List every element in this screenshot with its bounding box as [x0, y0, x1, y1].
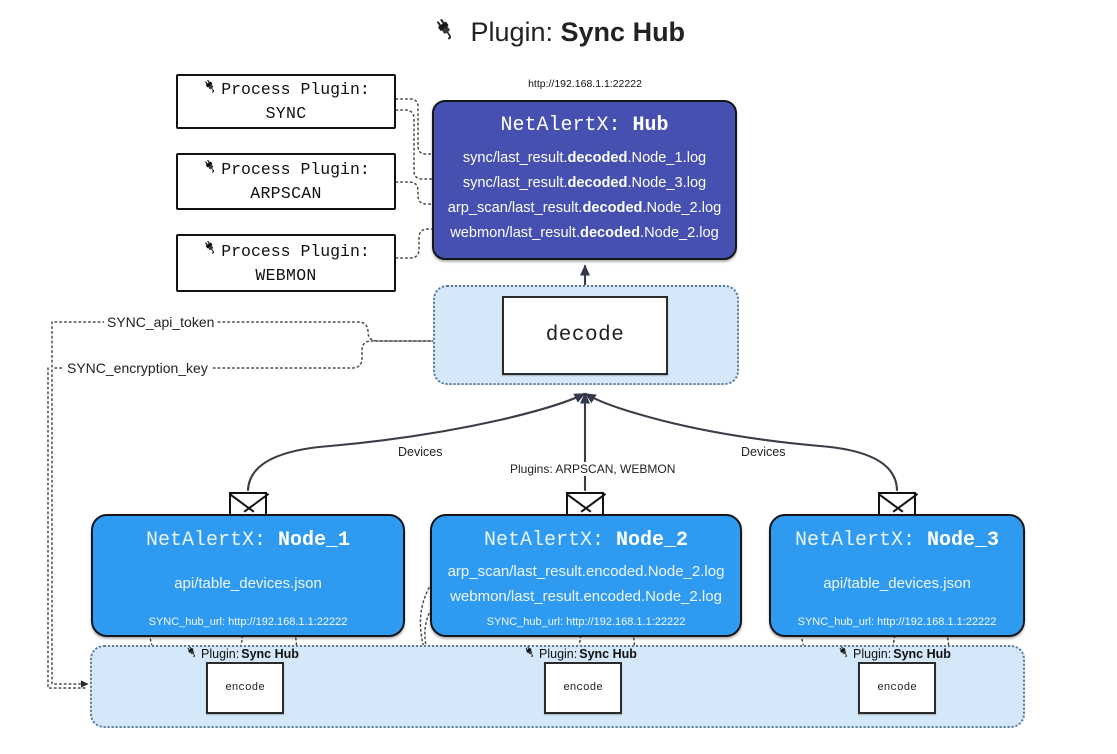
node-footer: SYNC_hub_url: http://192.168.1.1:22222: [486, 616, 686, 628]
process-plugin-name: WEBMON: [255, 265, 317, 285]
plug-icon: [202, 239, 219, 263]
node-header: NetAlertX: Node_2: [484, 529, 688, 552]
node-header-prefix: NetAlertX:: [145, 529, 266, 552]
edge-label-devices-left: Devices: [394, 445, 447, 459]
edge-label-plugins-center: Plugins: ARPSCAN, WEBMON: [506, 462, 680, 476]
encode-box-node-3[interactable]: encode: [858, 662, 936, 714]
process-plugin-label: Process Plugin:: [221, 241, 370, 261]
node-header-name: Node_2: [616, 529, 689, 552]
encode-plugin-tag-prefix: Plugin:: [539, 646, 578, 661]
page-title: Plugin: Sync Hub: [0, 14, 1117, 48]
node-log-line: webmon/last_result.encoded.Node_2.log: [450, 588, 722, 605]
hub-url-label: http://192.168.1.1:22222: [528, 78, 642, 90]
node-box-node-1[interactable]: NetAlertX: Node_1 api/table_devices.json…: [91, 514, 405, 637]
hub-header: NetAlertX: Hub: [500, 114, 668, 137]
process-plugin-box-sync[interactable]: Process Plugin: SYNC: [176, 74, 396, 129]
encode-box-node-1[interactable]: encode: [206, 662, 284, 714]
node-log-line: api/table_devices.json: [174, 575, 322, 593]
node-header-name: Node_1: [278, 529, 351, 552]
hub-header-name: Hub: [632, 114, 669, 137]
encode-plugin-tag-prefix: Plugin:: [201, 646, 240, 661]
node-footer: SYNC_hub_url: http://192.168.1.1:22222: [148, 616, 348, 628]
hub-header-prefix: NetAlertX:: [500, 114, 621, 137]
node-box-node-3[interactable]: NetAlertX: Node_3 api/table_devices.json…: [769, 514, 1025, 637]
node-header-prefix: NetAlertX:: [483, 529, 604, 552]
edge-label-devices-right: Devices: [737, 445, 790, 459]
node-log-line: api/table_devices.json: [823, 575, 971, 593]
node-header-name: Node_3: [927, 529, 1000, 552]
hub-log-line: sync/last_result.decoded.Node_3.log: [462, 175, 707, 192]
plug-icon: [202, 158, 219, 182]
plug-icon: [432, 16, 459, 50]
secret-label-api-token: SYNC_api_token: [104, 314, 218, 330]
process-plugin-label: Process Plugin:: [221, 160, 370, 180]
process-plugin-name: SYNC: [265, 104, 307, 123]
node-log-line: arp_scan/last_result.encoded.Node_2.log: [447, 562, 725, 580]
encode-plugin-tag-name: Sync Hub: [241, 646, 299, 661]
process-plugin-name: ARPSCAN: [250, 184, 322, 203]
plug-icon: [185, 645, 199, 662]
hub-log-line: arp_scan/last_result.decoded.Node_2.log: [447, 200, 722, 217]
process-plugin-box-arpscan[interactable]: Process Plugin: ARPSCAN: [176, 153, 396, 210]
plug-icon: [202, 78, 219, 102]
node-header: NetAlertX: Node_1: [146, 529, 350, 552]
encode-plugin-tag: Plugin: Sync Hub: [185, 645, 299, 662]
encode-box-node-2[interactable]: encode: [544, 662, 622, 714]
node-box-node-2[interactable]: NetAlertX: Node_2 arp_scan/last_result.e…: [430, 514, 742, 637]
encode-plugin-tag: Plugin: Sync Hub: [837, 645, 951, 662]
page-title-name: Sync Hub: [560, 17, 686, 47]
plug-icon: [523, 645, 537, 662]
node-header-prefix: NetAlertX:: [794, 529, 915, 552]
hub-log-line: webmon/last_result.decoded.Node_2.log: [450, 225, 719, 242]
encode-plugin-tag-prefix: Plugin:: [853, 646, 892, 661]
process-plugin-label: Process Plugin:: [221, 80, 370, 100]
process-plugin-box-webmon[interactable]: Process Plugin: WEBMON: [176, 234, 396, 292]
hub-log-line: sync/last_result.decoded.Node_1.log: [462, 150, 707, 166]
hub-node[interactable]: NetAlertX: Hub sync/last_result.decoded.…: [432, 100, 737, 260]
encode-plugin-tag: Plugin: Sync Hub: [523, 645, 637, 662]
plug-icon: [837, 645, 851, 662]
node-footer: SYNC_hub_url: http://192.168.1.1:22222: [797, 616, 997, 628]
node-header: NetAlertX: Node_3: [795, 529, 999, 552]
decode-box[interactable]: decode: [502, 296, 668, 375]
encode-plugin-tag-name: Sync Hub: [893, 646, 951, 661]
page-title-prefix: Plugin:: [470, 17, 554, 47]
secret-label-encryption-key: SYNC_encryption_key: [64, 360, 211, 376]
encode-plugin-tag-name: Sync Hub: [579, 646, 637, 661]
